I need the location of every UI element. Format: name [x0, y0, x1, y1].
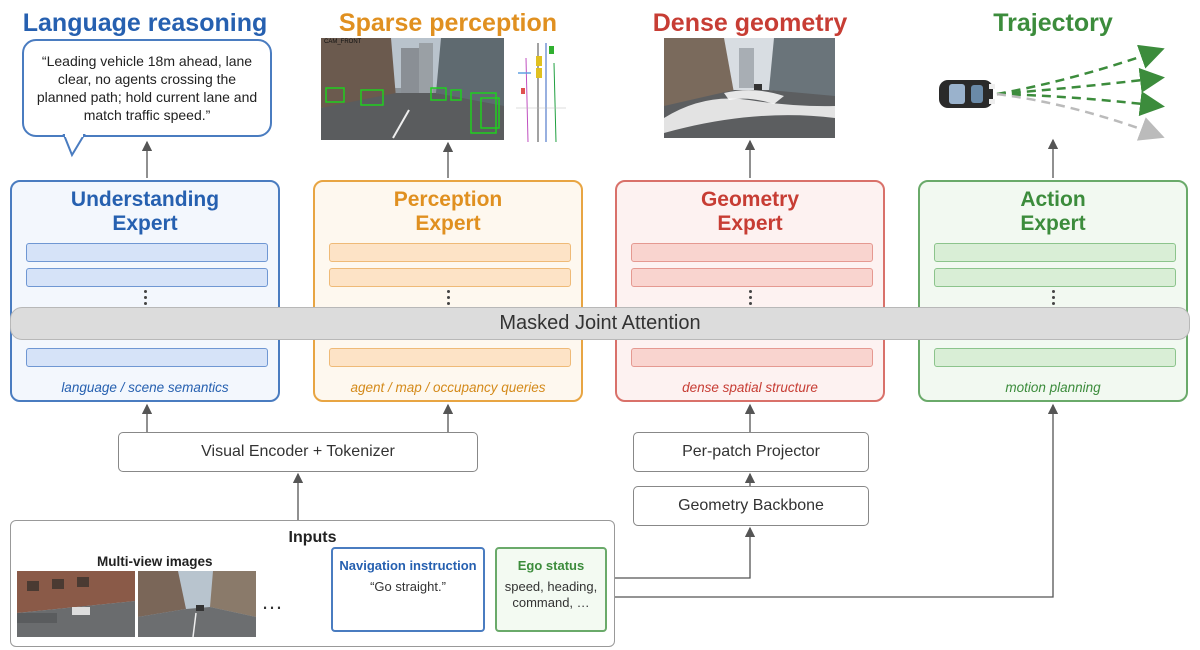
- speech-bubble-tail: [62, 134, 86, 158]
- ego-status-line2: command, …: [512, 595, 590, 610]
- inputs-panel: Inputs Multi-view images … Navigation in…: [10, 520, 615, 647]
- title-trajectory: Trajectory: [993, 9, 1113, 37]
- perception-expert: Perception Expert agent / map / occupanc…: [313, 180, 583, 402]
- perception-caption: agent / map / occupancy queries: [350, 380, 546, 395]
- action-expert: Action Expert motion planning: [918, 180, 1188, 402]
- title-dense-geometry: Dense geometry: [652, 9, 848, 37]
- multiview-images-label: Multi-view images: [97, 554, 213, 569]
- vertical-ellipsis: [144, 290, 148, 308]
- understanding-expert: Understanding Expert language / scene se…: [10, 180, 280, 402]
- geometry-backbone-label: Geometry Backbone: [678, 497, 824, 514]
- vertical-ellipsis: [447, 290, 451, 308]
- action-expert-name-line1: Action: [1020, 188, 1086, 211]
- perception-token: [329, 268, 571, 287]
- geometry-expert-name: Geometry Expert: [617, 188, 883, 236]
- more-images-ellipsis: …: [261, 589, 283, 614]
- understanding-token: [26, 268, 268, 287]
- masked-joint-attention-label: Masked Joint Attention: [499, 312, 701, 334]
- geometry-caption: dense spatial structure: [682, 380, 818, 395]
- car-icon: [939, 80, 995, 108]
- per-patch-projector-label: Per-patch Projector: [682, 443, 820, 460]
- ego-status-box: Ego status speed, heading, command, …: [495, 547, 607, 632]
- ego-status-title: Ego status: [517, 558, 585, 573]
- ego-status-line1: speed, heading,: [504, 579, 598, 594]
- navigation-instruction-box: Navigation instruction “Go straight.”: [331, 547, 485, 632]
- understanding-token: [26, 243, 268, 262]
- perception-token: [329, 243, 571, 262]
- geometry-backbone-box: Geometry Backbone: [633, 486, 869, 526]
- geometry-token: [631, 268, 873, 287]
- action-token: [934, 348, 1176, 367]
- multiview-image-left: [17, 571, 135, 637]
- speech-bubble-text: “Leading vehicle 18m ahead, lane clear, …: [36, 53, 258, 123]
- action-expert-name-line2: Expert: [1020, 212, 1086, 235]
- action-caption: motion planning: [1005, 380, 1101, 395]
- vertical-ellipsis: [1052, 290, 1056, 308]
- action-token: [934, 243, 1176, 262]
- geometry-expert-name-line1: Geometry: [700, 188, 800, 211]
- perception-expert-name: Perception Expert: [315, 188, 581, 236]
- per-patch-projector-box: Per-patch Projector: [633, 432, 869, 472]
- navigation-instruction-title: Navigation instruction: [339, 558, 477, 573]
- understanding-expert-name: Understanding Expert: [12, 188, 278, 236]
- understanding-token: [26, 348, 268, 367]
- multiview-image-right: [138, 571, 256, 637]
- action-expert-name: Action Expert: [920, 188, 1186, 236]
- trajectory-graphic: [939, 44, 1165, 141]
- title-language-reasoning: Language reasoning: [22, 9, 268, 37]
- understanding-expert-name-line2: Expert: [112, 212, 178, 235]
- dense-geometry-image: [664, 38, 835, 138]
- geometry-token: [631, 243, 873, 262]
- geometry-token: [631, 348, 873, 367]
- understanding-expert-name-line1: Understanding: [70, 188, 220, 211]
- perception-expert-name-line2: Expert: [415, 212, 481, 235]
- bev-map-image: [516, 38, 566, 142]
- understanding-caption: language / scene semantics: [61, 380, 229, 395]
- perception-expert-name-line1: Perception: [393, 188, 503, 211]
- visual-encoder-label: Visual Encoder + Tokenizer: [201, 443, 395, 460]
- title-sparse-perception: Sparse perception: [338, 9, 558, 37]
- geometry-expert-name-line2: Expert: [717, 212, 783, 235]
- vertical-ellipsis: [749, 290, 753, 308]
- masked-joint-attention-bar: Masked Joint Attention: [10, 307, 1190, 340]
- perception-token: [329, 348, 571, 367]
- front-camera-detection-image: CAM_FRONT: [321, 38, 504, 140]
- geometry-expert: Geometry Expert dense spatial structure: [615, 180, 885, 402]
- cam-front-label: CAM_FRONT: [324, 39, 362, 45]
- inputs-title: Inputs: [288, 529, 337, 546]
- speech-bubble: “Leading vehicle 18m ahead, lane clear, …: [22, 39, 272, 137]
- navigation-instruction-value: “Go straight.”: [370, 579, 446, 594]
- visual-encoder-box: Visual Encoder + Tokenizer: [118, 432, 478, 472]
- action-token: [934, 268, 1176, 287]
